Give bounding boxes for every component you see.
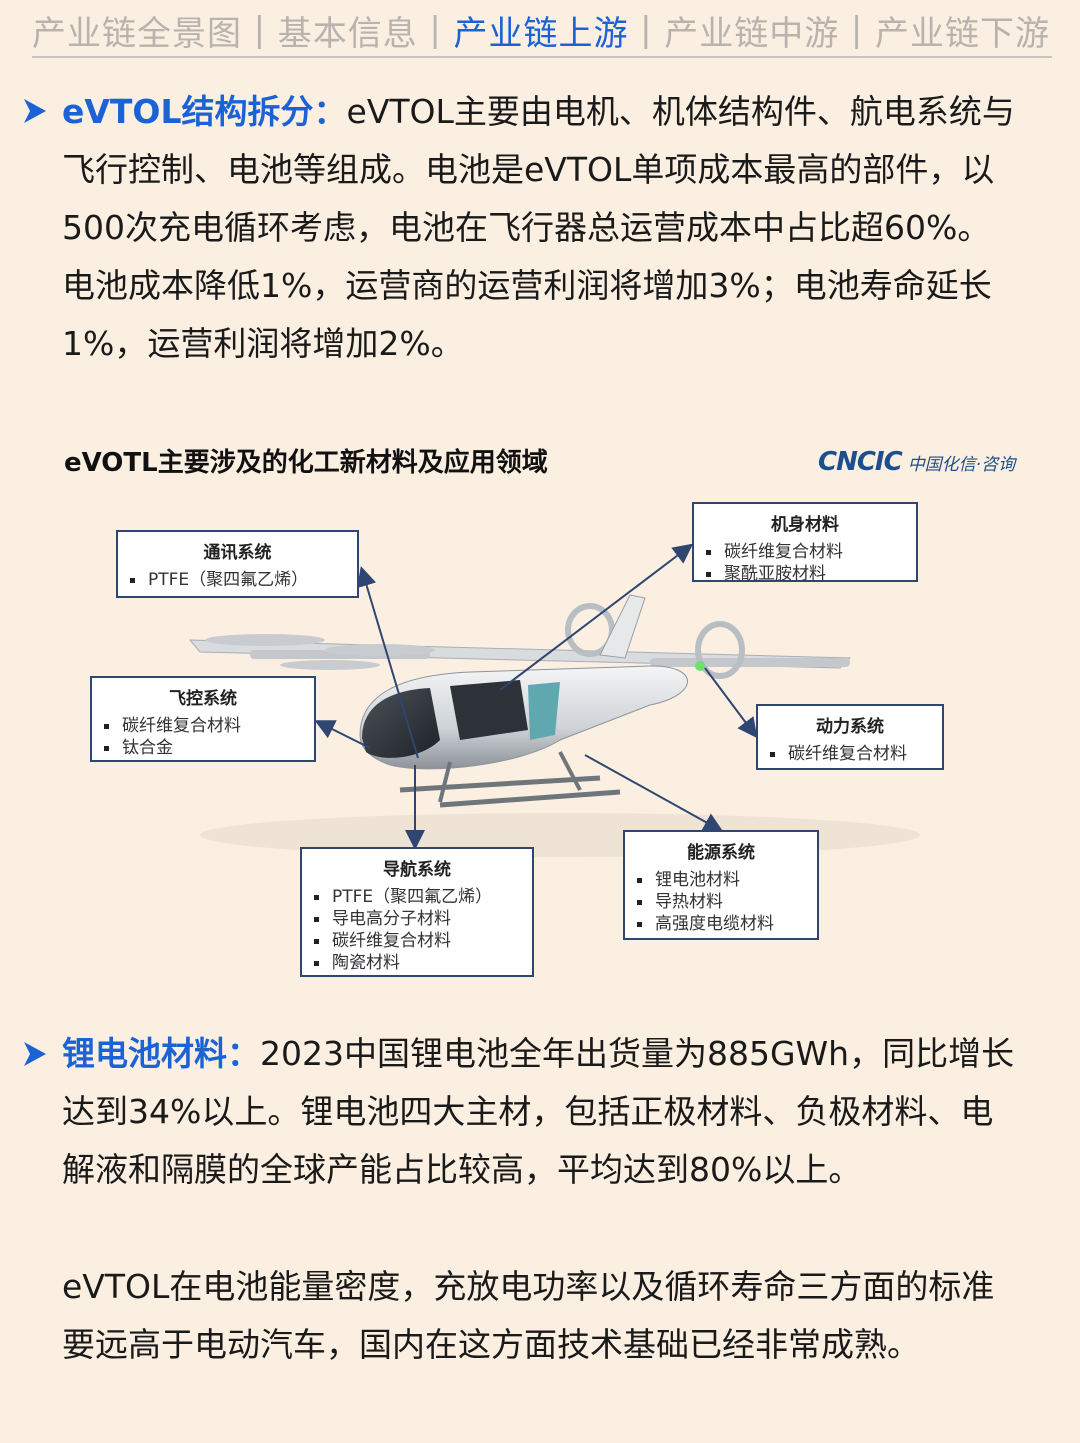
box-flight-control-system: 飞控系统 碳纤维复合材料 钛合金	[90, 676, 316, 762]
box-energy-system: 能源系统 锂电池材料 导热材料 高强度电缆材料	[623, 830, 819, 940]
material-item: 聚酰亚胺材料	[706, 563, 916, 585]
figure-title: eVOTL主要涉及的化工新材料及应用领域	[64, 448, 548, 478]
box-title: 动力系统	[816, 717, 884, 737]
chevron-right-icon	[24, 1042, 46, 1066]
box-title: 能源系统	[687, 843, 755, 863]
material-item: 陶瓷材料	[314, 952, 532, 974]
tab-upstream[interactable]: 产业链上游	[453, 13, 629, 54]
material-item: 高强度电缆材料	[637, 913, 817, 935]
box-power-system: 动力系统 碳纤维复合材料	[756, 704, 944, 770]
nav-divider	[32, 56, 1052, 58]
text-line: eVTOL主要由电机、机体结构件、航电系统与	[346, 92, 1015, 131]
box-navigation-system: 导航系统 PTFE（聚四氟乙烯） 导电高分子材料 碳纤维复合材料 陶瓷材料	[300, 847, 534, 977]
tab-separator: |	[429, 10, 442, 50]
material-item: 锂电池材料	[637, 869, 817, 891]
text-line: 1%，运营利润将增加2%。	[62, 324, 464, 363]
tab-basic-info[interactable]: 基本信息	[277, 13, 418, 54]
tab-midstream[interactable]: 产业链中游	[664, 13, 840, 54]
tab-downstream[interactable]: 产业链下游	[875, 13, 1050, 54]
chevron-right-icon	[24, 99, 46, 123]
section-lithium-battery: 锂电池材料：2023中国锂电池全年出货量为885GWh，同比增长 达到34%以上…	[62, 1025, 1047, 1199]
text-line: 要远高于电动汽车，国内在这方面技术基础已经非常成熟。	[62, 1325, 920, 1364]
box-title: 导航系统	[383, 860, 451, 880]
section-battery-standards: eVTOL在电池能量密度，充放电功率以及循环寿命三方面的标准 要远高于电动汽车，…	[62, 1258, 1047, 1374]
box-title: 飞控系统	[169, 689, 237, 709]
section-evtol-structure: eVTOL结构拆分：eVTOL主要由电机、机体结构件、航电系统与 飞行控制、电池…	[62, 83, 1047, 373]
text-line: 2023中国锂电池全年出货量为885GWh，同比增长	[260, 1034, 1015, 1073]
material-item: 碳纤维复合材料	[314, 930, 532, 952]
material-item: 碳纤维复合材料	[706, 541, 916, 563]
top-tab-nav: 产业链全景图 | 基本信息 | 产业链上游 | 产业链中游 | 产业链下游	[32, 6, 1050, 54]
text-line: eVTOL在电池能量密度，充放电功率以及循环寿命三方面的标准	[62, 1267, 995, 1306]
tab-separator: |	[640, 10, 653, 50]
section-heading: eVTOL结构拆分：	[62, 92, 347, 131]
box-airframe-materials: 机身材料 碳纤维复合材料 聚酰亚胺材料	[692, 502, 918, 585]
text-line: 飞行控制、电池等组成。电池是eVTOL单项成本最高的部件，以	[62, 150, 995, 189]
box-title: 机身材料	[771, 515, 839, 535]
material-item: 碳纤维复合材料	[770, 743, 942, 765]
material-item: PTFE（聚四氟乙烯）	[314, 886, 532, 908]
box-title: 通讯系统	[203, 543, 272, 563]
tab-separator: |	[850, 10, 864, 50]
text-line: 电池成本降低1%，运营商的运营利润将增加3%；电池寿命延长	[62, 266, 992, 305]
section-heading: 锂电池材料：	[62, 1034, 260, 1073]
material-item: PTFE（聚四氟乙烯）	[130, 569, 357, 591]
material-item: 碳纤维复合材料	[104, 715, 314, 737]
cncic-logo: CNCIC 中国化信·咨询	[818, 442, 1015, 482]
text-line: 500次充电循环考虑，电池在飞行器总运营成本中占比超60%。	[62, 208, 991, 247]
evtol-diagram: 通讯系统 PTFE（聚四氟乙烯） 机身材料 碳纤维复合材料 聚酰亚胺材料 飞控系…	[0, 490, 1080, 990]
material-item: 导热材料	[637, 891, 817, 913]
material-item: 导电高分子材料	[314, 908, 532, 930]
text-line: 解液和隔膜的全球产能占比较高，平均达到80%以上。	[62, 1150, 862, 1189]
text-line: 达到34%以上。锂电池四大主材，包括正极材料、负极材料、电	[62, 1092, 994, 1131]
evtol-aircraft-illustration	[188, 543, 920, 857]
tab-separator: |	[253, 10, 267, 50]
logo-text: 中国化信·咨询	[907, 454, 1016, 475]
box-communication-system: 通讯系统 PTFE（聚四氟乙烯）	[116, 530, 359, 598]
tab-panorama[interactable]: 产业链全景图	[32, 13, 242, 54]
material-item: 钛合金	[104, 737, 314, 759]
logo-mark: CNCIC	[818, 447, 903, 477]
